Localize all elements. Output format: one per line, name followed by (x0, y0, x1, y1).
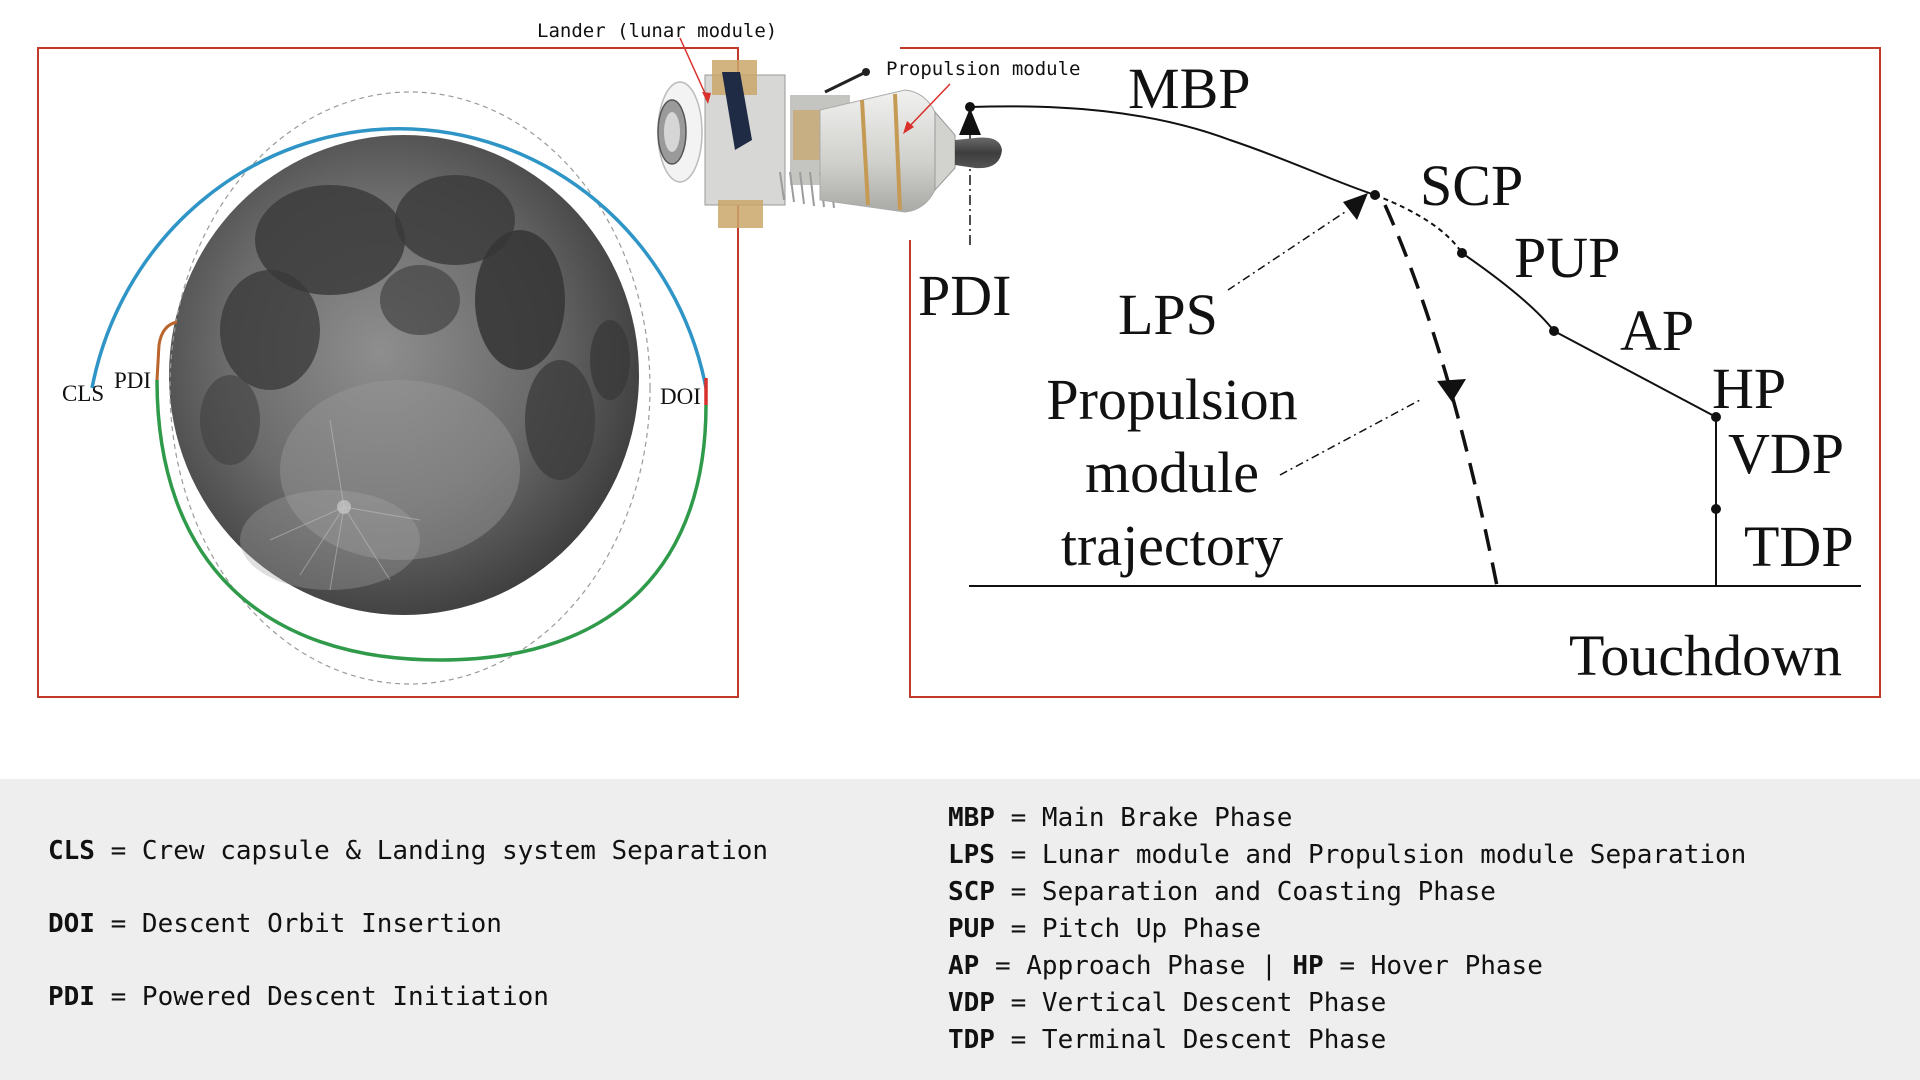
lander-callout: Lander (lunar module) (537, 20, 777, 42)
point-ap (1549, 326, 1559, 336)
lps-arrow-head (1343, 193, 1368, 220)
legend-abbr: TDP (948, 1025, 995, 1055)
point-pdi (965, 102, 975, 112)
descent-panel: MBP SCP PUP PDI LPS AP HP VDP TDP Touchd… (737, 47, 1881, 698)
propulsion-trajectory-label-3: trajectory (1061, 513, 1283, 578)
dashed-orbit (169, 91, 651, 685)
legend-abbr: HP (1292, 951, 1324, 981)
legend-abbr: PUP (948, 914, 995, 944)
point-hp (1711, 412, 1721, 422)
legend-abbr: PDI (48, 982, 95, 1012)
propulsion-module-body (819, 89, 936, 213)
orbit-label-cls: CLS (62, 381, 104, 406)
descent-label-mbp: MBP (1128, 56, 1251, 121)
descent-label-pup: PUP (1514, 225, 1620, 290)
trajectory-pup (1461, 252, 1555, 332)
propulsion-trajectory-label-2: module (1085, 440, 1259, 505)
legend-item: DOI = Descent Orbit Insertion (48, 906, 768, 979)
lunar-landing-diagram: CLS PDI DOI (37, 20, 1881, 698)
legend-item: PUP = Pitch Up Phase (948, 911, 1746, 948)
legend-abbr: CLS (48, 836, 95, 866)
propulsion-callout: Propulsion module (886, 58, 1080, 80)
legend-definition: = Terminal Descent Phase (994, 1025, 1387, 1055)
lander-pointer (679, 37, 709, 101)
legend-definition: = Hover Phase (1323, 951, 1543, 981)
descent-label-vdp: VDP (1728, 421, 1844, 486)
legend-definition: = Pitch Up Phase (994, 914, 1262, 944)
descent-panel-frame (900, 47, 1881, 698)
engine-nozzle (955, 137, 1002, 169)
propulsion-pointer (904, 83, 951, 132)
orbit-label-doi: DOI (660, 384, 701, 409)
descent-label-touchdown: Touchdown (1569, 623, 1842, 688)
pdi-descent-segment (155, 320, 178, 381)
legend-orbit-terms: CLS = Crew capsule & Landing system Sepa… (48, 833, 768, 1052)
legend-item: PDI = Powered Descent Initiation (48, 979, 768, 1052)
propulsion-module-trajectory (1383, 204, 1499, 587)
legend-abbr: LPS (948, 840, 995, 870)
legend-item: VDP = Vertical Descent Phase (948, 985, 1746, 1022)
legend-item: SCP = Separation and Coasting Phase (948, 874, 1746, 911)
legend-definition: = Vertical Descent Phase (994, 988, 1387, 1018)
legend-abbr: MBP (948, 803, 995, 833)
legend-definition: = Separation and Coasting Phase (994, 877, 1496, 907)
spacecraft-illustration (657, 37, 1002, 228)
descent-label-scp: SCP (1420, 153, 1523, 218)
legend-item: CLS = Crew capsule & Landing system Sepa… (48, 833, 768, 906)
legend-definition: = Lunar module and Propulsion module Sep… (994, 840, 1747, 870)
legend-item: MBP = Main Brake Phase (948, 800, 1746, 837)
descent-label-tdp: TDP (1744, 514, 1854, 579)
legend-abbr: AP (948, 951, 980, 981)
descent-label-pdi: PDI (918, 263, 1011, 328)
descent-label-ap: AP (1620, 298, 1694, 363)
legend-item: LPS = Lunar module and Propulsion module… (948, 837, 1746, 874)
legend-abbr: VDP (948, 988, 995, 1018)
legend-definition: = Descent Orbit Insertion (94, 909, 502, 939)
legend-definition: = Main Brake Phase (994, 803, 1293, 833)
legend-abbr: SCP (948, 877, 995, 907)
point-tdp (1711, 504, 1721, 514)
pdi-arrow-head (959, 108, 981, 135)
legend-item: TDP = Terminal Descent Phase (948, 1022, 1746, 1059)
trajectory-mbp (969, 105, 1376, 196)
lps-pointer-line (1227, 211, 1346, 291)
legend-panel: CLS = Crew capsule & Landing system Sepa… (0, 779, 1920, 1080)
orbit-panel: CLS PDI DOI (37, 47, 739, 698)
legend-definition: = Crew capsule & Landing system Separati… (94, 836, 769, 866)
orbit-label-pdi: PDI (114, 368, 151, 393)
legend-definition: = Approach Phase | (979, 951, 1293, 981)
descent-label-hp: HP (1712, 356, 1786, 421)
point-pup (1457, 248, 1467, 258)
moon-image (169, 135, 639, 615)
legend-item: AP = Approach Phase | HP = Hover Phase (948, 948, 1746, 985)
descent-label-lps: LPS (1118, 282, 1218, 347)
orbit-upper-arc (90, 126, 708, 389)
propulsion-trajectory-label-1: Propulsion (1046, 367, 1297, 432)
propulsion-arrow-head (1437, 379, 1466, 402)
orbit-panel-frame (37, 47, 739, 698)
propulsion-pointer-line (1279, 399, 1421, 476)
orbit-lower-arc (155, 379, 708, 662)
trajectory-ap (1553, 330, 1717, 418)
legend-abbr: DOI (48, 909, 95, 939)
legend-descent-terms: MBP = Main Brake Phase LPS = Lunar modul… (948, 800, 1746, 1059)
point-scp (1370, 190, 1380, 200)
legend-definition: = Powered Descent Initiation (94, 982, 549, 1012)
